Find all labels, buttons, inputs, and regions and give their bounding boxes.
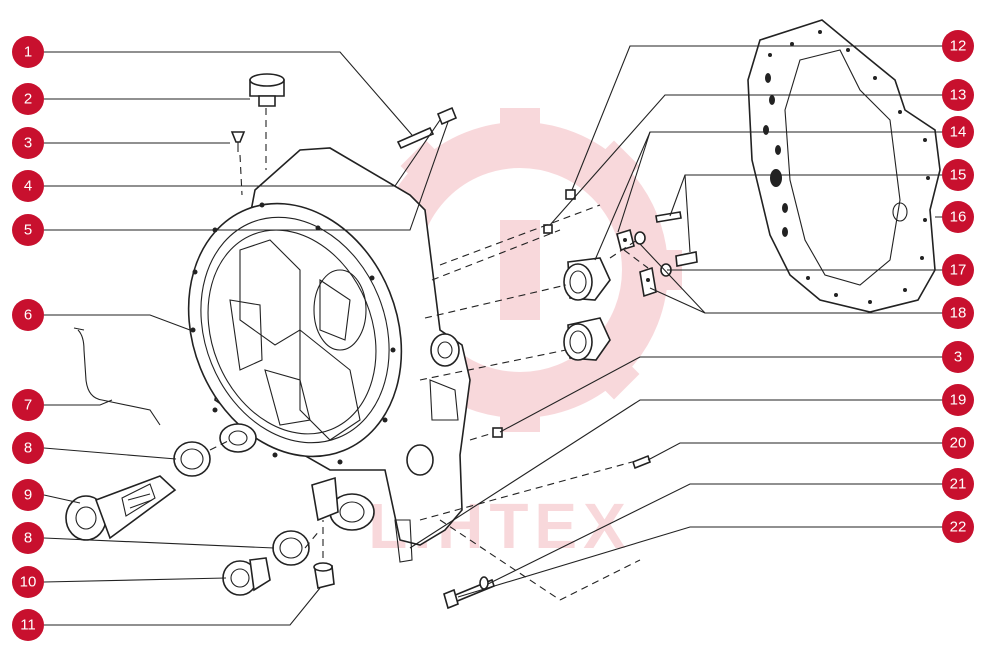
o-ring-upper (173, 441, 211, 477)
callout-9: 9 (12, 479, 44, 511)
callout-17: 17 (942, 254, 974, 286)
callout-1: 1 (12, 36, 44, 68)
callout-7: 7 (12, 389, 44, 421)
leader-lines (43, 45, 955, 626)
oil-filter-strainer (65, 475, 177, 541)
washer-17 (634, 231, 672, 277)
svg-text:2: 2 (24, 91, 32, 108)
pin-20 (632, 454, 651, 470)
breather-cap (249, 73, 285, 107)
svg-text:14: 14 (950, 124, 967, 141)
transmission-housing (187, 147, 471, 563)
svg-text:16: 16 (950, 209, 967, 226)
plug-small (313, 562, 335, 589)
callout-3-right: 3 (942, 341, 974, 373)
callout-13: 13 (942, 79, 974, 111)
callout-16: 16 (942, 201, 974, 233)
svg-text:10: 10 (20, 574, 37, 591)
callout-22: 22 (942, 511, 974, 543)
long-bolt-22 (443, 576, 495, 610)
callout-8-lower: 8 (12, 522, 44, 554)
svg-text:17: 17 (950, 262, 967, 279)
callout-14: 14 (942, 116, 974, 148)
drain-plug (222, 557, 271, 596)
svg-text:5: 5 (24, 222, 32, 239)
svg-text:3: 3 (24, 135, 32, 152)
assembly-lines (209, 204, 649, 601)
svg-text:12: 12 (950, 38, 967, 55)
dowel-pin-13 (543, 224, 553, 234)
callout-5: 5 (12, 214, 44, 246)
svg-text:11: 11 (20, 617, 36, 634)
svg-text:7: 7 (24, 397, 32, 414)
svg-text:15: 15 (950, 167, 967, 184)
bushing-lower (563, 317, 611, 361)
callout-20: 20 (942, 427, 974, 459)
svg-text:9: 9 (24, 487, 32, 504)
callout-8-upper: 8 (12, 432, 44, 464)
dipstick-tube (73, 327, 161, 426)
callout-2: 2 (12, 83, 44, 115)
plug-3-right (492, 427, 503, 438)
svg-text:3: 3 (954, 349, 962, 366)
grease-nipple (230, 131, 246, 152)
callout-11: 11 (12, 609, 44, 641)
svg-text:6: 6 (24, 307, 32, 324)
callout-19: 19 (942, 384, 974, 416)
bolt-15 (655, 211, 698, 267)
svg-text:4: 4 (24, 178, 32, 195)
callout-21: 21 (942, 468, 974, 500)
lock-plate-a (616, 228, 635, 252)
svg-text:8: 8 (24, 530, 32, 547)
dowel-pin-12 (565, 189, 576, 200)
bushing-upper (563, 257, 611, 301)
callout-10: 10 (12, 566, 44, 598)
callout-15: 15 (942, 159, 974, 191)
svg-text:21: 21 (950, 476, 967, 493)
svg-text:20: 20 (950, 435, 967, 452)
callout-4: 4 (12, 170, 44, 202)
stud-bolt (396, 106, 458, 150)
o-ring-lower (272, 530, 310, 566)
callout-3-left: 3 (12, 127, 44, 159)
svg-text:8: 8 (24, 440, 32, 457)
callout-12: 12 (942, 30, 974, 62)
svg-text:18: 18 (950, 305, 967, 322)
svg-text:1: 1 (24, 44, 32, 61)
svg-text:13: 13 (950, 87, 967, 104)
svg-text:22: 22 (950, 519, 967, 536)
svg-text:19: 19 (950, 392, 967, 409)
cover-gasket (747, 19, 941, 313)
callout-6: 6 (12, 299, 44, 331)
callout-18: 18 (942, 297, 974, 329)
